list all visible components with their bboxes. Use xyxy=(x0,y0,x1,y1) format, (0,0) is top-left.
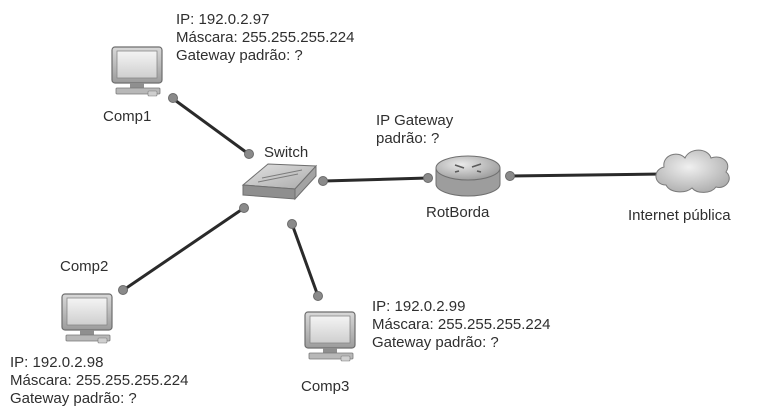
comp1-computer-icon[interactable] xyxy=(111,46,163,97)
comp2-computer-icon[interactable] xyxy=(61,293,113,344)
router-info: IP Gateway padrão: ? xyxy=(376,112,453,148)
comp3-computer-icon[interactable] xyxy=(304,311,356,362)
port-dot xyxy=(505,171,515,181)
comp2-info: IP: 192.0.2.98 Máscara: 255.255.255.224 … xyxy=(10,354,188,408)
comp1-label: Comp1 xyxy=(103,108,152,125)
cloud-icon[interactable] xyxy=(655,149,730,193)
link-comp1-switch xyxy=(170,96,252,157)
link-router-internet xyxy=(508,172,664,178)
comp2-gateway: Gateway padrão: ? xyxy=(10,390,137,407)
comp1-gateway: Gateway padrão: ? xyxy=(176,47,303,64)
link-comp2-switch xyxy=(120,206,246,293)
link-switch-router xyxy=(322,176,430,183)
comp3-gateway: Gateway padrão: ? xyxy=(372,334,499,351)
switch-label: Switch xyxy=(264,144,309,161)
router-gateway-ip: IP Gateway xyxy=(376,112,454,129)
comp2-mask: Máscara: 255.255.255.224 xyxy=(10,372,189,389)
router-icon[interactable] xyxy=(435,155,501,197)
comp2-ip: IP: 192.0.2.98 xyxy=(10,354,104,371)
port-dot xyxy=(239,203,249,213)
link-comp3-switch xyxy=(290,222,320,298)
comp3-ip: IP: 192.0.2.99 xyxy=(372,298,466,315)
comp3-label: Comp3 xyxy=(301,378,350,395)
port-dot xyxy=(423,173,433,183)
port-dot xyxy=(168,93,178,103)
port-dot xyxy=(287,219,297,229)
comp1-info: IP: 192.0.2.97 Máscara: 255.255.255.224 … xyxy=(176,11,354,65)
comp2-label: Comp2 xyxy=(60,258,109,275)
port-dot xyxy=(244,149,254,159)
port-dot xyxy=(313,291,323,301)
links xyxy=(120,96,664,298)
comp3-info: IP: 192.0.2.99 Máscara: 255.255.255.224 … xyxy=(372,298,550,352)
switch-icon[interactable] xyxy=(241,163,318,201)
router-gateway-value: padrão: ? xyxy=(376,130,440,147)
port-dot xyxy=(318,176,328,186)
internet-label: Internet pública xyxy=(628,207,731,224)
link-endpoints xyxy=(118,93,666,301)
comp3-mask: Máscara: 255.255.255.224 xyxy=(372,316,551,333)
port-dot xyxy=(118,285,128,295)
comp1-ip: IP: 192.0.2.97 xyxy=(176,11,270,28)
comp1-mask: Máscara: 255.255.255.224 xyxy=(176,29,355,46)
router-label: RotBorda xyxy=(426,204,490,221)
